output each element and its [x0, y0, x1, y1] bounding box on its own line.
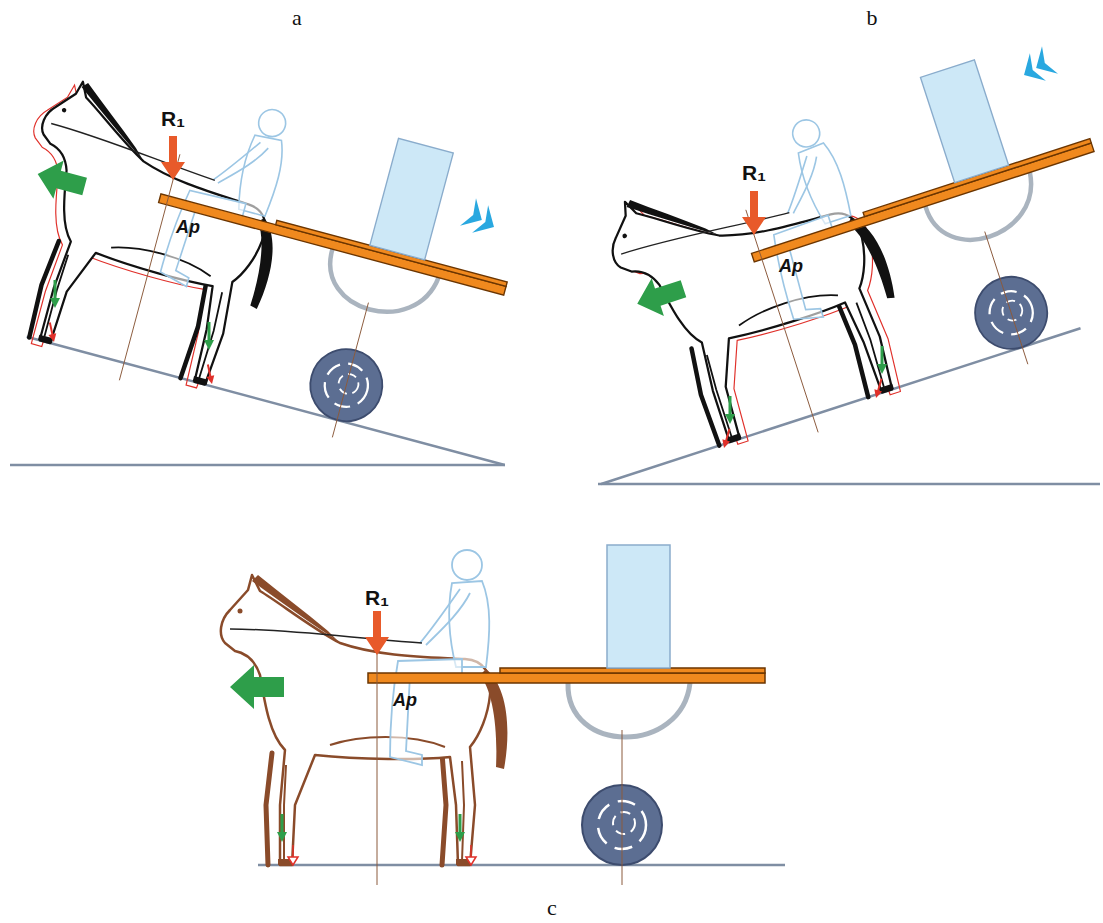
ground-reaction-arrow — [46, 322, 58, 343]
pull-arrow — [33, 155, 90, 206]
pull-arrow — [631, 270, 689, 323]
load-arrow — [365, 611, 389, 655]
ground-reaction-arrow — [204, 364, 216, 385]
point-label: Ap — [779, 257, 803, 275]
tilt-arrow — [460, 198, 502, 241]
leg-force-arrow — [50, 280, 60, 308]
panel-letter: b — [867, 7, 878, 29]
point-label: Ap — [393, 691, 417, 709]
panel-a-scene — [0, 47, 579, 483]
load-arrow — [742, 191, 766, 235]
ground-line — [598, 483, 1100, 486]
force-label: R₁ — [742, 162, 766, 183]
ground-reaction-arrow — [720, 428, 733, 449]
leg-force-arrow — [204, 322, 214, 350]
panel-b-scene — [512, 33, 1103, 501]
scene-instance — [590, 33, 1103, 475]
ground-line — [258, 864, 785, 867]
tilt-arrow — [1016, 46, 1058, 89]
panel-letter: c — [547, 897, 557, 919]
leg-force-arrow — [877, 346, 887, 374]
load-arrow — [161, 136, 185, 180]
slope-line — [27, 337, 505, 465]
scene-instance — [221, 545, 765, 885]
leg-force-arrow — [455, 814, 465, 842]
force-label: R₁ — [365, 587, 389, 608]
ground-reaction-arrow — [288, 845, 298, 865]
ground-reaction-arrow — [466, 845, 476, 865]
leg-force-arrow — [725, 396, 735, 424]
leg-force-arrow — [277, 814, 287, 842]
pull-arrow — [230, 665, 284, 709]
ground-reaction-arrow — [872, 378, 885, 399]
panel-letter: a — [292, 7, 302, 29]
point-label: Ap — [176, 218, 200, 236]
ground-line — [10, 464, 505, 467]
scene-instance — [0, 48, 536, 470]
slope-line — [601, 328, 1080, 484]
panel-c-scene — [221, 545, 785, 885]
force-label: R₁ — [161, 108, 185, 129]
